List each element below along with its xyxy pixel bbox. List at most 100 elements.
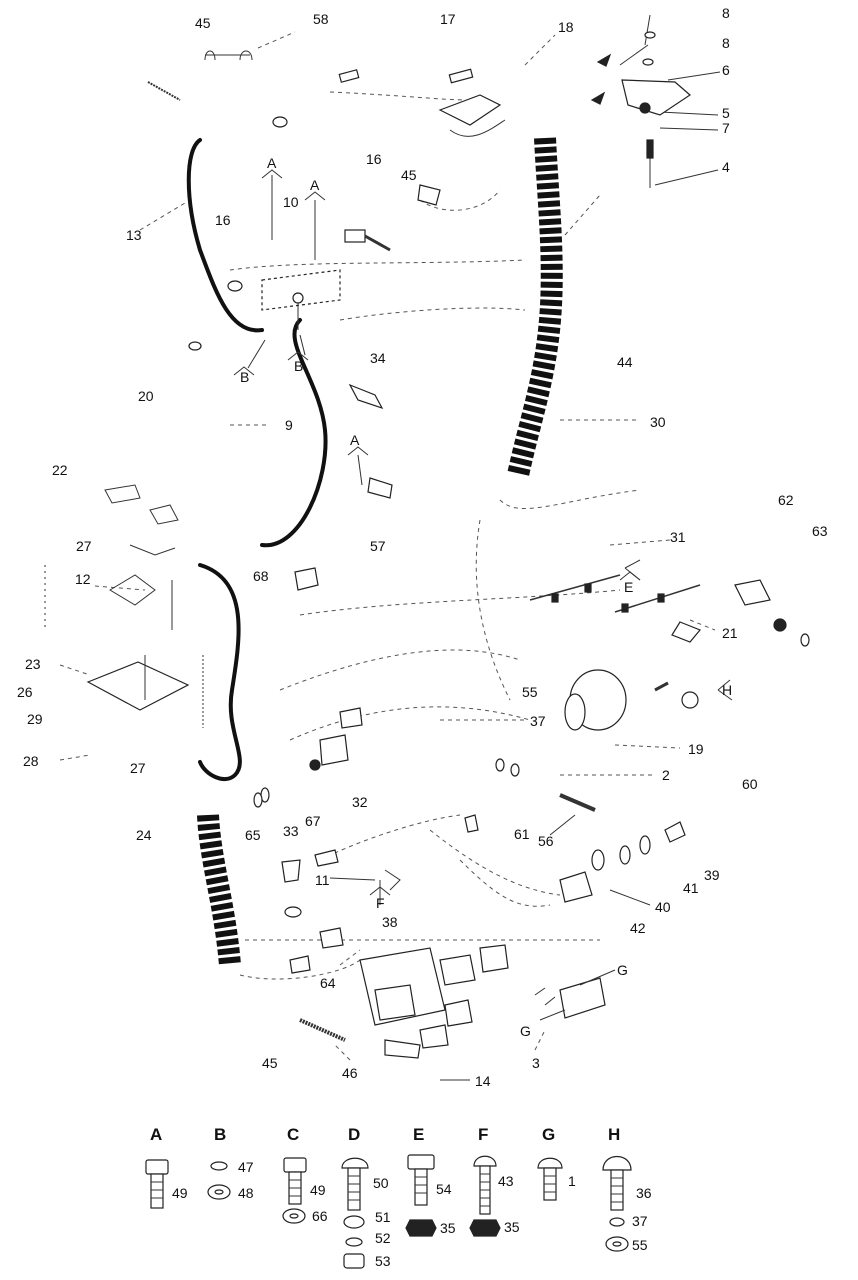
marker-letter: G xyxy=(520,1023,531,1039)
callout: 21 xyxy=(722,625,738,641)
callout: 6 xyxy=(722,62,730,78)
legend-part: 51 xyxy=(375,1209,391,1225)
callout: 27 xyxy=(130,760,146,776)
marker-h: H xyxy=(722,682,732,698)
callout: 41 xyxy=(683,880,699,896)
callout: 37 xyxy=(530,713,546,729)
callout: 45 xyxy=(262,1055,278,1071)
callout: 67 xyxy=(305,813,321,829)
clip-58 xyxy=(204,50,253,61)
reference-markers: A A B B A E H F G xyxy=(233,155,732,1039)
callout: 45 xyxy=(401,167,417,183)
legend-part: 43 xyxy=(498,1173,514,1189)
callout: 34 xyxy=(370,350,386,366)
callout: 16 xyxy=(366,151,382,167)
callout: 3 xyxy=(532,1055,540,1071)
legend-part: 49 xyxy=(310,1182,326,1198)
callout: 58 xyxy=(313,11,329,27)
legend-part: 47 xyxy=(238,1159,254,1175)
callout: 22 xyxy=(52,462,68,478)
callout: 61 xyxy=(514,826,530,842)
wiring-harness xyxy=(229,91,641,980)
marker-letter: A xyxy=(310,177,320,193)
marker-letter: G xyxy=(617,962,628,978)
callout: 7 xyxy=(722,120,730,136)
legend-part: 1 xyxy=(568,1173,576,1189)
hose-13 xyxy=(186,138,264,333)
hose-9 xyxy=(260,318,328,548)
callout: 63 xyxy=(812,523,828,539)
marker-letter: E xyxy=(624,579,633,595)
marker-letter: B xyxy=(240,369,249,385)
callout: 28 xyxy=(23,753,39,769)
marker-a-3: A xyxy=(347,432,369,456)
legend-part: 35 xyxy=(440,1220,456,1236)
hardware-legend: A 49 B 47 48 C 49 66 xyxy=(145,1125,652,1269)
legend-letter: D xyxy=(348,1125,360,1144)
legend-part: 48 xyxy=(238,1185,254,1201)
callout: 27 xyxy=(76,538,92,554)
marker-b-1: B xyxy=(233,366,255,385)
callout: 12 xyxy=(75,571,91,587)
legend-part: 53 xyxy=(375,1253,391,1269)
hose-27 xyxy=(198,563,242,782)
callout: 18 xyxy=(558,19,574,35)
callout: 60 xyxy=(742,776,758,792)
callout: 30 xyxy=(650,414,666,430)
callout: 2 xyxy=(662,767,670,783)
callout: 64 xyxy=(320,975,336,991)
marker-letter: B xyxy=(294,358,303,374)
callout: 38 xyxy=(382,914,398,930)
callout: 11 xyxy=(315,872,330,888)
marker-f: F xyxy=(369,886,391,911)
legend-c: C 49 66 xyxy=(282,1125,328,1224)
callout-labels: 45 58 17 18 8 8 6 5 7 4 16 45 10 16 13 3… xyxy=(17,5,828,1089)
corrugated-hose-44 xyxy=(507,137,563,478)
callout: 32 xyxy=(352,794,368,810)
callout: 55 xyxy=(522,684,538,700)
callout: 65 xyxy=(245,827,261,843)
callout: 44 xyxy=(617,354,633,370)
callout: 31 xyxy=(670,529,686,545)
callout: 45 xyxy=(195,15,211,31)
legend-part: 37 xyxy=(632,1213,648,1229)
plate-23 xyxy=(86,661,190,711)
callout: 29 xyxy=(27,711,43,727)
marker-e: E xyxy=(619,571,641,595)
marker-letter: A xyxy=(350,432,360,448)
marker-letter: A xyxy=(267,155,277,171)
marker-g-2: G xyxy=(520,1023,531,1039)
hoses xyxy=(186,137,563,966)
callout: 42 xyxy=(630,920,646,936)
legend-part: 55 xyxy=(632,1237,648,1253)
callout: 10 xyxy=(283,194,299,210)
legend-h: H 36 37 55 xyxy=(602,1125,652,1253)
legend-part: 54 xyxy=(436,1181,452,1197)
callout: 57 xyxy=(370,538,386,554)
marker-g-1: G xyxy=(617,962,628,978)
legend-letter: H xyxy=(608,1125,620,1144)
callout: 39 xyxy=(704,867,720,883)
marker-a-2: A xyxy=(304,177,326,201)
callout: 4 xyxy=(722,159,730,175)
callout: 26 xyxy=(17,684,33,700)
marker-letter: H xyxy=(722,682,732,698)
callout: 9 xyxy=(285,417,293,433)
callout: 16 xyxy=(215,212,231,228)
legend-part: 49 xyxy=(172,1185,188,1201)
legend-g: G 1 xyxy=(537,1125,576,1201)
callout: 62 xyxy=(778,492,794,508)
legend-part: 36 xyxy=(636,1185,652,1201)
marker-a-1: A xyxy=(261,155,283,179)
callout: 13 xyxy=(126,227,142,243)
legend-a: A 49 xyxy=(145,1125,188,1209)
callout: 20 xyxy=(138,388,154,404)
legend-letter: E xyxy=(413,1125,424,1144)
corrugated-hose-24 xyxy=(197,814,241,966)
legend-letter: B xyxy=(214,1125,226,1144)
legend-part: 35 xyxy=(504,1219,520,1235)
marker-b-2: B xyxy=(287,351,309,374)
legend-f: F 43 35 xyxy=(469,1125,520,1237)
